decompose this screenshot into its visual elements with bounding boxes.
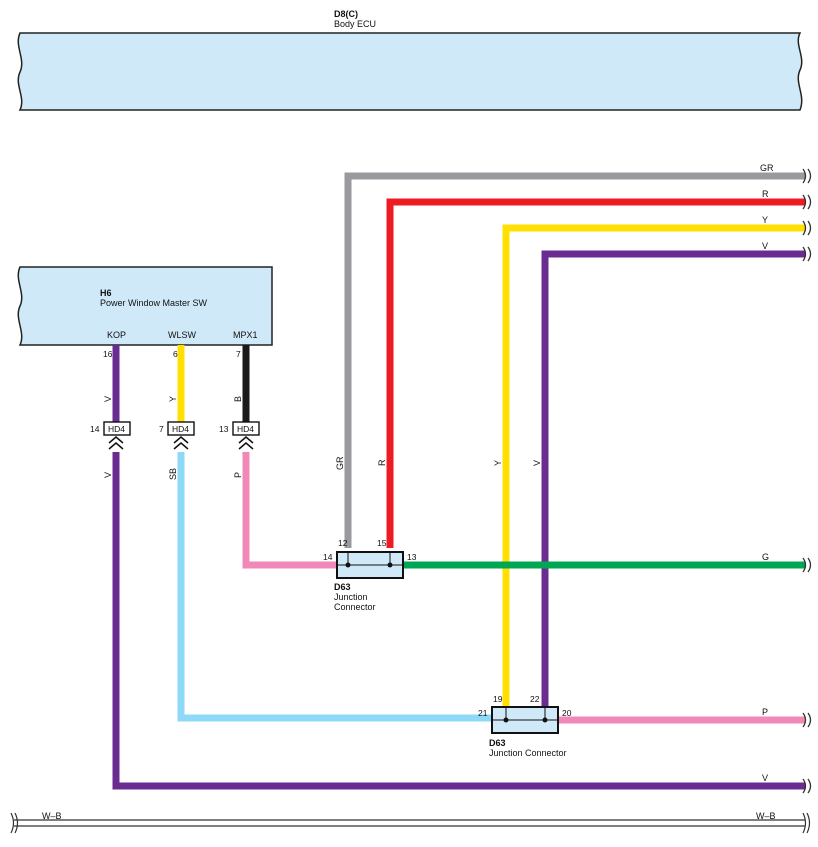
junction-top-pin-13: 13: [407, 552, 417, 562]
wire-end-breaks: [802, 168, 812, 794]
wire-label-v-right: V: [762, 241, 768, 251]
junction-bottom-code: D63: [489, 738, 506, 748]
junction-connector-top: [336, 551, 404, 579]
wire-label-gr-right: GR: [760, 163, 774, 173]
junction-connector-bottom: [491, 706, 559, 734]
pin-label-kop: KOP: [107, 330, 126, 340]
wire-label-v-upper: V: [103, 396, 113, 402]
pin-label-mpx1: MPX1: [233, 330, 258, 340]
hd4-pin-7: 7: [159, 424, 164, 434]
body-ecu-box: [17, 32, 803, 111]
junction-top-code: D63: [334, 582, 351, 592]
wire-label-y-right: Y: [762, 215, 768, 225]
junction-bottom-pin-19: 19: [493, 694, 503, 704]
junction-bottom-pin-20: 20: [562, 708, 572, 718]
wire-label-g-right: G: [762, 552, 769, 562]
hd4-connector-kop: HD4: [103, 421, 131, 450]
hd4-connector-wlsw: HD4: [167, 421, 195, 450]
wire-label-p-right: P: [762, 707, 768, 717]
junction-top-pin-12: 12: [338, 538, 348, 548]
master-switch-code: H6: [100, 288, 112, 298]
svg-text:HD4: HD4: [108, 424, 125, 434]
wire-label-b-upper: B: [233, 396, 243, 402]
wire-label-v-bottom-right: V: [762, 773, 768, 783]
wire-r: [386, 198, 805, 548]
wire-label-gr-vert: GR: [335, 456, 345, 470]
junction-top-name-1: Junction: [334, 592, 368, 602]
body-ecu-name: Body ECU: [334, 19, 376, 29]
svg-text:HD4: HD4: [237, 424, 254, 434]
wire-label-y-upper: Y: [168, 396, 178, 402]
hd4-connector-mpx1: HD4: [232, 421, 260, 450]
ground-label-right: W–B: [756, 811, 776, 821]
master-switch-box: [17, 266, 273, 346]
wire-p-lower: [242, 452, 337, 569]
svg-text:HD4: HD4: [172, 424, 189, 434]
wire-label-y-vert: Y: [493, 460, 503, 466]
wire-label-v-lower: V: [103, 472, 113, 478]
hd4-pin-13: 13: [219, 424, 229, 434]
junction-top-pin-14: 14: [323, 552, 333, 562]
ground-bus: [10, 812, 811, 834]
wire-sb-lower: [177, 452, 492, 722]
junction-bottom-pin-22: 22: [530, 694, 540, 704]
ground-label-left: W–B: [42, 811, 62, 821]
wire-label-r-vert: R: [377, 459, 387, 466]
wire-y: [502, 224, 805, 708]
wire-gr: [344, 172, 805, 548]
pin-num-6: 6: [173, 349, 178, 359]
junction-top-name-2: Connector: [334, 602, 376, 612]
wire-label-sb-lower: SB: [168, 468, 178, 480]
wire-v-lower: [112, 452, 805, 790]
pin-label-wlsw: WLSW: [168, 330, 197, 340]
body-ecu-code: D8(C): [334, 9, 358, 19]
master-switch-name: Power Window Master SW: [100, 298, 208, 308]
junction-bottom-pin-21: 21: [478, 708, 488, 718]
pin-num-16: 16: [103, 349, 113, 359]
wire-v: [541, 250, 805, 708]
wire-label-r-right: R: [762, 189, 769, 199]
junction-bottom-name: Junction Connector: [489, 748, 567, 758]
pin-num-7: 7: [236, 349, 241, 359]
junction-top-pin-15: 15: [377, 538, 387, 548]
wire-label-p-lower: P: [233, 472, 243, 478]
hd4-pin-14: 14: [90, 424, 100, 434]
wire-label-v-vert: V: [532, 460, 542, 466]
